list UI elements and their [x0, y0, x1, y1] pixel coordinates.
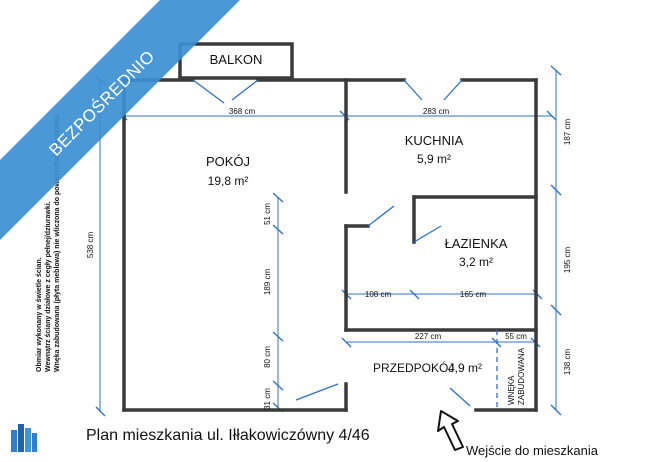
room-area: 4,9 m²: [448, 361, 482, 375]
dim-niche-width: 55 cm: [505, 332, 527, 341]
walls: [122, 42, 538, 412]
dim-inner-2: 189 cm: [263, 269, 272, 296]
room-area: 5,9 m²: [417, 152, 451, 166]
room-przedpokoj: PRZEDPOKÓJ 4,9 m²: [373, 360, 482, 375]
niche-label-line1: WNĘKA: [507, 375, 516, 405]
note-line1: Obmiar wykonany w świetle ścian.: [36, 257, 43, 372]
entrance-arrow-icon: [437, 410, 464, 451]
corner-banner: BEZPOŚREDNIO: [0, 0, 240, 240]
dim-inner-3: 80 cm: [263, 346, 272, 368]
room-name: BALKON: [210, 52, 263, 67]
dim-right-mid: 195 cm: [563, 247, 572, 274]
room-area: 3,2 m²: [459, 255, 493, 269]
entrance-label: Wejście do mieszkania: [466, 443, 598, 458]
plan-caption: Plan mieszkania ul. Iłłakowiczówny 4/46: [86, 427, 370, 444]
note-line2: Wewnątrz ściany działowe z cegły pełnej/…: [45, 201, 52, 372]
measurement-notes: Obmiar wykonany w świetle ścian. Wewnątr…: [36, 113, 61, 372]
dim-right-top: 187 cm: [563, 119, 572, 146]
dim-bath-left: 108 cm: [365, 290, 392, 299]
room-name: POKÓJ: [206, 154, 250, 169]
door-swings: [192, 79, 471, 407]
room-niche: WNĘKA ZABUDOWANA: [507, 347, 526, 405]
dim-right-bottom: 138 cm: [563, 349, 572, 376]
note-line3: Wnęka zabudowana (płyta meblowa) nie wli…: [54, 113, 61, 372]
dim-inner-4: 31 cm: [263, 388, 272, 410]
room-balkon: BALKON: [210, 52, 263, 67]
room-name: KUCHNIA: [405, 133, 464, 148]
dim-left-height: 538 cm: [86, 232, 95, 259]
niche-label-line2: ZABUDOWANA: [517, 347, 526, 405]
dim-top-left: 368 cm: [229, 107, 256, 116]
room-pokoj: POKÓJ 19,8 m²: [206, 154, 250, 188]
room-name: ŁAZIENKA: [445, 236, 508, 251]
dim-bath-right: 165 cm: [460, 290, 487, 299]
room-lazienka: ŁAZIENKA 3,2 m²: [445, 236, 508, 269]
room-name: PRZEDPOKÓJ: [373, 360, 454, 375]
logo-icon: [11, 424, 37, 452]
room-area: 19,8 m²: [208, 174, 249, 188]
room-kuchnia: KUCHNIA 5,9 m²: [405, 133, 464, 166]
dim-inner-1: 51 cm: [263, 203, 272, 225]
dim-top-right: 283 cm: [423, 107, 450, 116]
dim-hall-width: 227 cm: [415, 332, 442, 341]
